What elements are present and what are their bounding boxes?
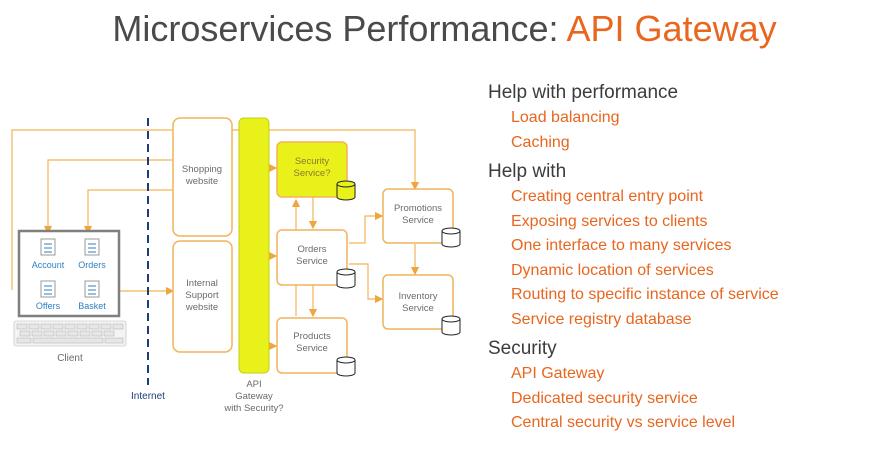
gateway-label-3: with Security? — [223, 403, 283, 414]
section-heading-performance: Help with performance — [488, 82, 679, 103]
gateway-label-2: Gateway — [235, 391, 273, 402]
bullet-item: Load balancing — [511, 109, 620, 126]
client-screen — [17, 229, 121, 318]
title-main: Microservices Performance: — [112, 8, 567, 49]
orders-label-1: Orders — [297, 244, 326, 255]
bullet-item: Dynamic location of services — [511, 261, 714, 279]
shopping-label-2: website — [185, 176, 218, 187]
client-tile-label: Orders — [78, 260, 106, 270]
bullet-item: Caching — [511, 133, 570, 151]
document-icon — [40, 238, 56, 256]
slide-title: Microservices Performance: API Gateway — [0, 8, 889, 50]
line-orders-inventory — [349, 263, 384, 304]
shopping-website-box[interactable]: Shopping website — [172, 117, 233, 237]
database-icon — [336, 356, 356, 377]
products-label-2: Service — [296, 343, 328, 354]
document-icon — [84, 238, 100, 256]
line-orders-promotions — [349, 211, 384, 244]
products-service-box[interactable]: Products Service — [276, 317, 356, 377]
bullet-item: Exposing services to clients — [511, 212, 708, 230]
promotions-label-1: Promotions — [394, 203, 442, 214]
section-heading-help-with: Help with — [488, 161, 567, 182]
database-icon — [336, 268, 356, 289]
gateway-label-1: API — [246, 379, 261, 390]
bullet-item: Creating central entry point — [511, 188, 704, 205]
document-icon — [40, 280, 56, 298]
title-accent: API Gateway — [566, 8, 777, 49]
security-label-1: Security — [295, 156, 330, 167]
internal-label-2: Support — [185, 290, 219, 301]
orders-service-box[interactable]: Orders Service — [276, 229, 356, 289]
shopping-label-1: Shopping — [182, 164, 222, 175]
promotions-service-box[interactable]: Promotions Service — [382, 188, 461, 248]
inventory-service-box[interactable]: Inventory Service — [382, 274, 461, 336]
client-tile-offers[interactable]: Offers — [36, 280, 61, 311]
internal-label-1: Internal — [186, 278, 218, 289]
client-label: Client — [57, 353, 83, 364]
inventory-label-2: Service — [402, 303, 434, 314]
bullet-item: Dedicated security service — [511, 389, 698, 407]
promotions-label-2: Service — [402, 215, 434, 226]
section-heading-security: Security — [488, 338, 557, 359]
security-service-box[interactable]: Security Service? — [276, 141, 356, 201]
bullet-item: Central security vs service level — [511, 414, 736, 431]
document-icon — [84, 280, 100, 298]
api-gateway-box[interactable]: API Gateway with Security? — [223, 117, 284, 414]
client-tile-account[interactable]: Account — [32, 238, 65, 270]
bullet-item: Routing to specific instance of service — [511, 286, 779, 303]
client-tile-orders[interactable]: Orders — [78, 238, 106, 270]
products-label-1: Products — [293, 331, 331, 342]
bullet-list: Help with performance Load balancing Cac… — [488, 76, 779, 436]
bullet-item: API Gateway — [511, 365, 605, 382]
client-tile-label: Basket — [78, 301, 106, 311]
client-tile-basket[interactable]: Basket — [78, 280, 106, 311]
internet-label: Internet — [131, 391, 165, 402]
internal-label-3: website — [185, 302, 218, 313]
client-tile-label: Account — [32, 260, 65, 270]
client-keyboard — [13, 320, 127, 347]
line-shopping-account — [43, 159, 173, 235]
line-shopping-orders — [83, 189, 173, 235]
bullet-item: One interface to many services — [511, 237, 732, 254]
bullet-item: Service registry database — [511, 310, 692, 328]
database-icon — [336, 180, 356, 201]
client-device: Client — [13, 229, 127, 364]
internal-support-box[interactable]: Internal Support website — [172, 240, 233, 353]
database-icon — [441, 227, 461, 248]
inventory-label-1: Inventory — [398, 291, 437, 302]
database-icon — [441, 315, 461, 336]
security-label-2: Service? — [294, 168, 331, 179]
client-tile-label: Offers — [36, 301, 61, 311]
orders-label-2: Service — [296, 256, 328, 267]
